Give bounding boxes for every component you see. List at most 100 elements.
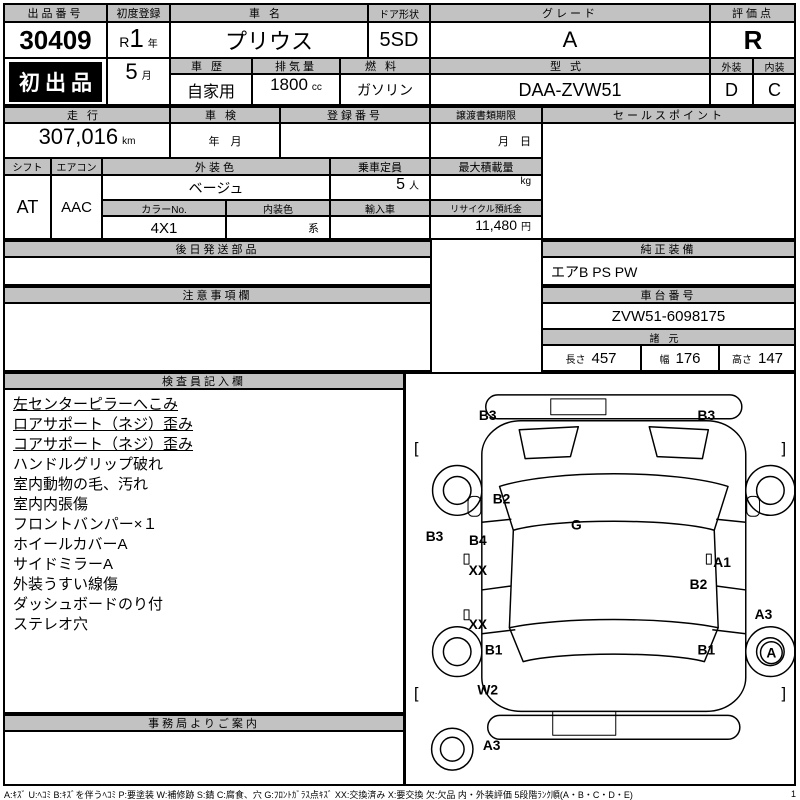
later-parts-box xyxy=(4,257,431,286)
damage-marker: B1 xyxy=(698,642,716,658)
damage-marker-circle xyxy=(759,640,783,665)
capacity-unit: 人 xyxy=(409,181,419,192)
damage-marker: B4 xyxy=(469,532,487,548)
office-box xyxy=(4,731,404,786)
mileage-label: 走行 xyxy=(4,106,170,123)
car-name: プリウス xyxy=(170,22,368,58)
damage-marker: B1 xyxy=(485,642,503,658)
import-label: 輸入車 xyxy=(330,200,430,216)
damage-marker: XX xyxy=(469,616,488,632)
damage-marker: B3 xyxy=(698,407,716,423)
recycle-label: リサイクル預託金 xyxy=(430,200,542,216)
auction-no-label: 出品番号 xyxy=(4,4,107,22)
inspector-note-line: 左センターピラーへこみ xyxy=(13,396,179,413)
sales-point-label: セールスポイント xyxy=(542,106,796,123)
inspector-label: 検査員記入欄 xyxy=(4,372,404,389)
score-label: 評価点 xyxy=(710,4,796,22)
auction-no: 30409 xyxy=(4,22,107,58)
recycle-amount: 11,480 xyxy=(475,217,517,233)
diagram-bracket: ] xyxy=(780,439,786,458)
mileage-unit: km xyxy=(122,136,136,147)
transfer-deadline-value: 月 日 xyxy=(430,123,542,158)
spec-length-label: 長さ xyxy=(565,355,586,366)
office-label: 事務局よりご案内 xyxy=(4,714,404,731)
damage-marker: W2 xyxy=(477,681,498,697)
damage-marker: A1 xyxy=(713,554,731,570)
grade-label: グレード xyxy=(430,4,710,22)
recycle-cell: 11,480 円 xyxy=(430,216,542,240)
inspector-note-line: 外装うすい線傷 xyxy=(13,576,119,593)
import-value xyxy=(330,216,430,240)
caution-box xyxy=(4,303,431,372)
spec-height: 147 xyxy=(757,350,784,367)
model-code: DAA-ZVW51 xyxy=(430,74,710,106)
fuel: ガソリン xyxy=(340,74,430,106)
int-color-label: 内装色 xyxy=(226,200,330,216)
inspector-note-line: サイドミラーA xyxy=(13,556,114,573)
grade: A xyxy=(430,22,710,58)
color-no-label: カラーNo. xyxy=(102,200,226,216)
inspector-note-line: ステレオ穴 xyxy=(13,616,89,633)
chassis-no-label: 車台番号 xyxy=(541,286,796,303)
registration-label: 登録番号 xyxy=(280,106,430,123)
model-label: 型式 xyxy=(430,58,710,74)
shift-label: シフト xyxy=(4,158,51,175)
shaken-label: 車検 xyxy=(170,106,280,123)
exterior-score: D xyxy=(710,74,753,106)
damage-marker: G xyxy=(571,516,582,532)
displacement-unit: cc xyxy=(311,82,322,93)
damage-marker: A3 xyxy=(483,737,501,753)
first-listing-badge: 初出品 xyxy=(9,62,102,102)
door-shape-label: ドア形状 xyxy=(368,4,430,22)
spec-length-cell: 長さ 457 xyxy=(541,345,641,372)
recycle-unit: 円 xyxy=(521,222,531,233)
capacity: 5 xyxy=(396,176,405,193)
diagram-bracket: ] xyxy=(780,684,786,703)
displacement-label: 排気量 xyxy=(252,58,340,74)
damage-marker: XX xyxy=(469,562,488,578)
spec-height-cell: 高さ 147 xyxy=(719,345,796,372)
reg-year: 1 xyxy=(129,23,144,53)
legend-page: 1 xyxy=(790,789,796,799)
history-label: 車歴 xyxy=(170,58,252,74)
first-reg-label: 初度登録 xyxy=(107,4,170,22)
sales-point-box xyxy=(542,123,796,240)
diagram-bracket: [ xyxy=(414,684,420,703)
max-load-unit: kg xyxy=(520,176,531,187)
interior-score: C xyxy=(753,74,796,106)
history: 自家用 xyxy=(170,74,252,106)
chassis-no-value: ZVW51-6098175 xyxy=(541,303,796,329)
inspector-note-line: 室内動物の毛、汚れ xyxy=(13,476,149,493)
inspector-notes: 左センターピラーへこみロアサポート（ネジ）歪みコアサポート（ネジ）歪みハンドルグ… xyxy=(4,389,404,714)
era: R xyxy=(119,34,130,50)
aircon-value: AAC xyxy=(51,175,102,240)
equipment-value: エアB PS PW xyxy=(541,257,796,286)
inspector-note-line: ハンドルグリップ破れ xyxy=(13,456,164,473)
inspector-note-line: ホイールカバーA xyxy=(13,536,128,553)
legend-text: A:ｷｽﾞ U:ﾍｺﾐ B:ｷｽﾞを伴うﾍｺﾐ P:要塗装 W:補修跡 S:錆 … xyxy=(4,789,633,800)
interior-label: 内装 xyxy=(753,58,796,74)
inspector-note-line: フロントバンパー×１ xyxy=(13,516,158,533)
car-name-label: 車名 xyxy=(170,4,368,22)
damage-marker: B3 xyxy=(479,407,497,423)
diagram-bracket: [ xyxy=(414,439,420,458)
damage-marker: A3 xyxy=(755,606,773,622)
year-unit: 年 xyxy=(147,39,158,50)
damage-marker: B3 xyxy=(426,528,444,544)
spec-height-label: 高さ xyxy=(731,355,752,366)
max-load-cell: kg xyxy=(430,175,542,200)
mileage: 307,016 xyxy=(38,124,119,149)
transfer-deadline-label: 譲渡書類期限 xyxy=(430,106,542,123)
spec-length: 457 xyxy=(591,350,617,367)
month-unit: 月 xyxy=(141,71,152,82)
caution-label: 注意事項欄 xyxy=(4,286,431,303)
score: R xyxy=(710,22,796,58)
displacement: 1800 xyxy=(270,75,308,94)
registration-value xyxy=(280,123,430,158)
